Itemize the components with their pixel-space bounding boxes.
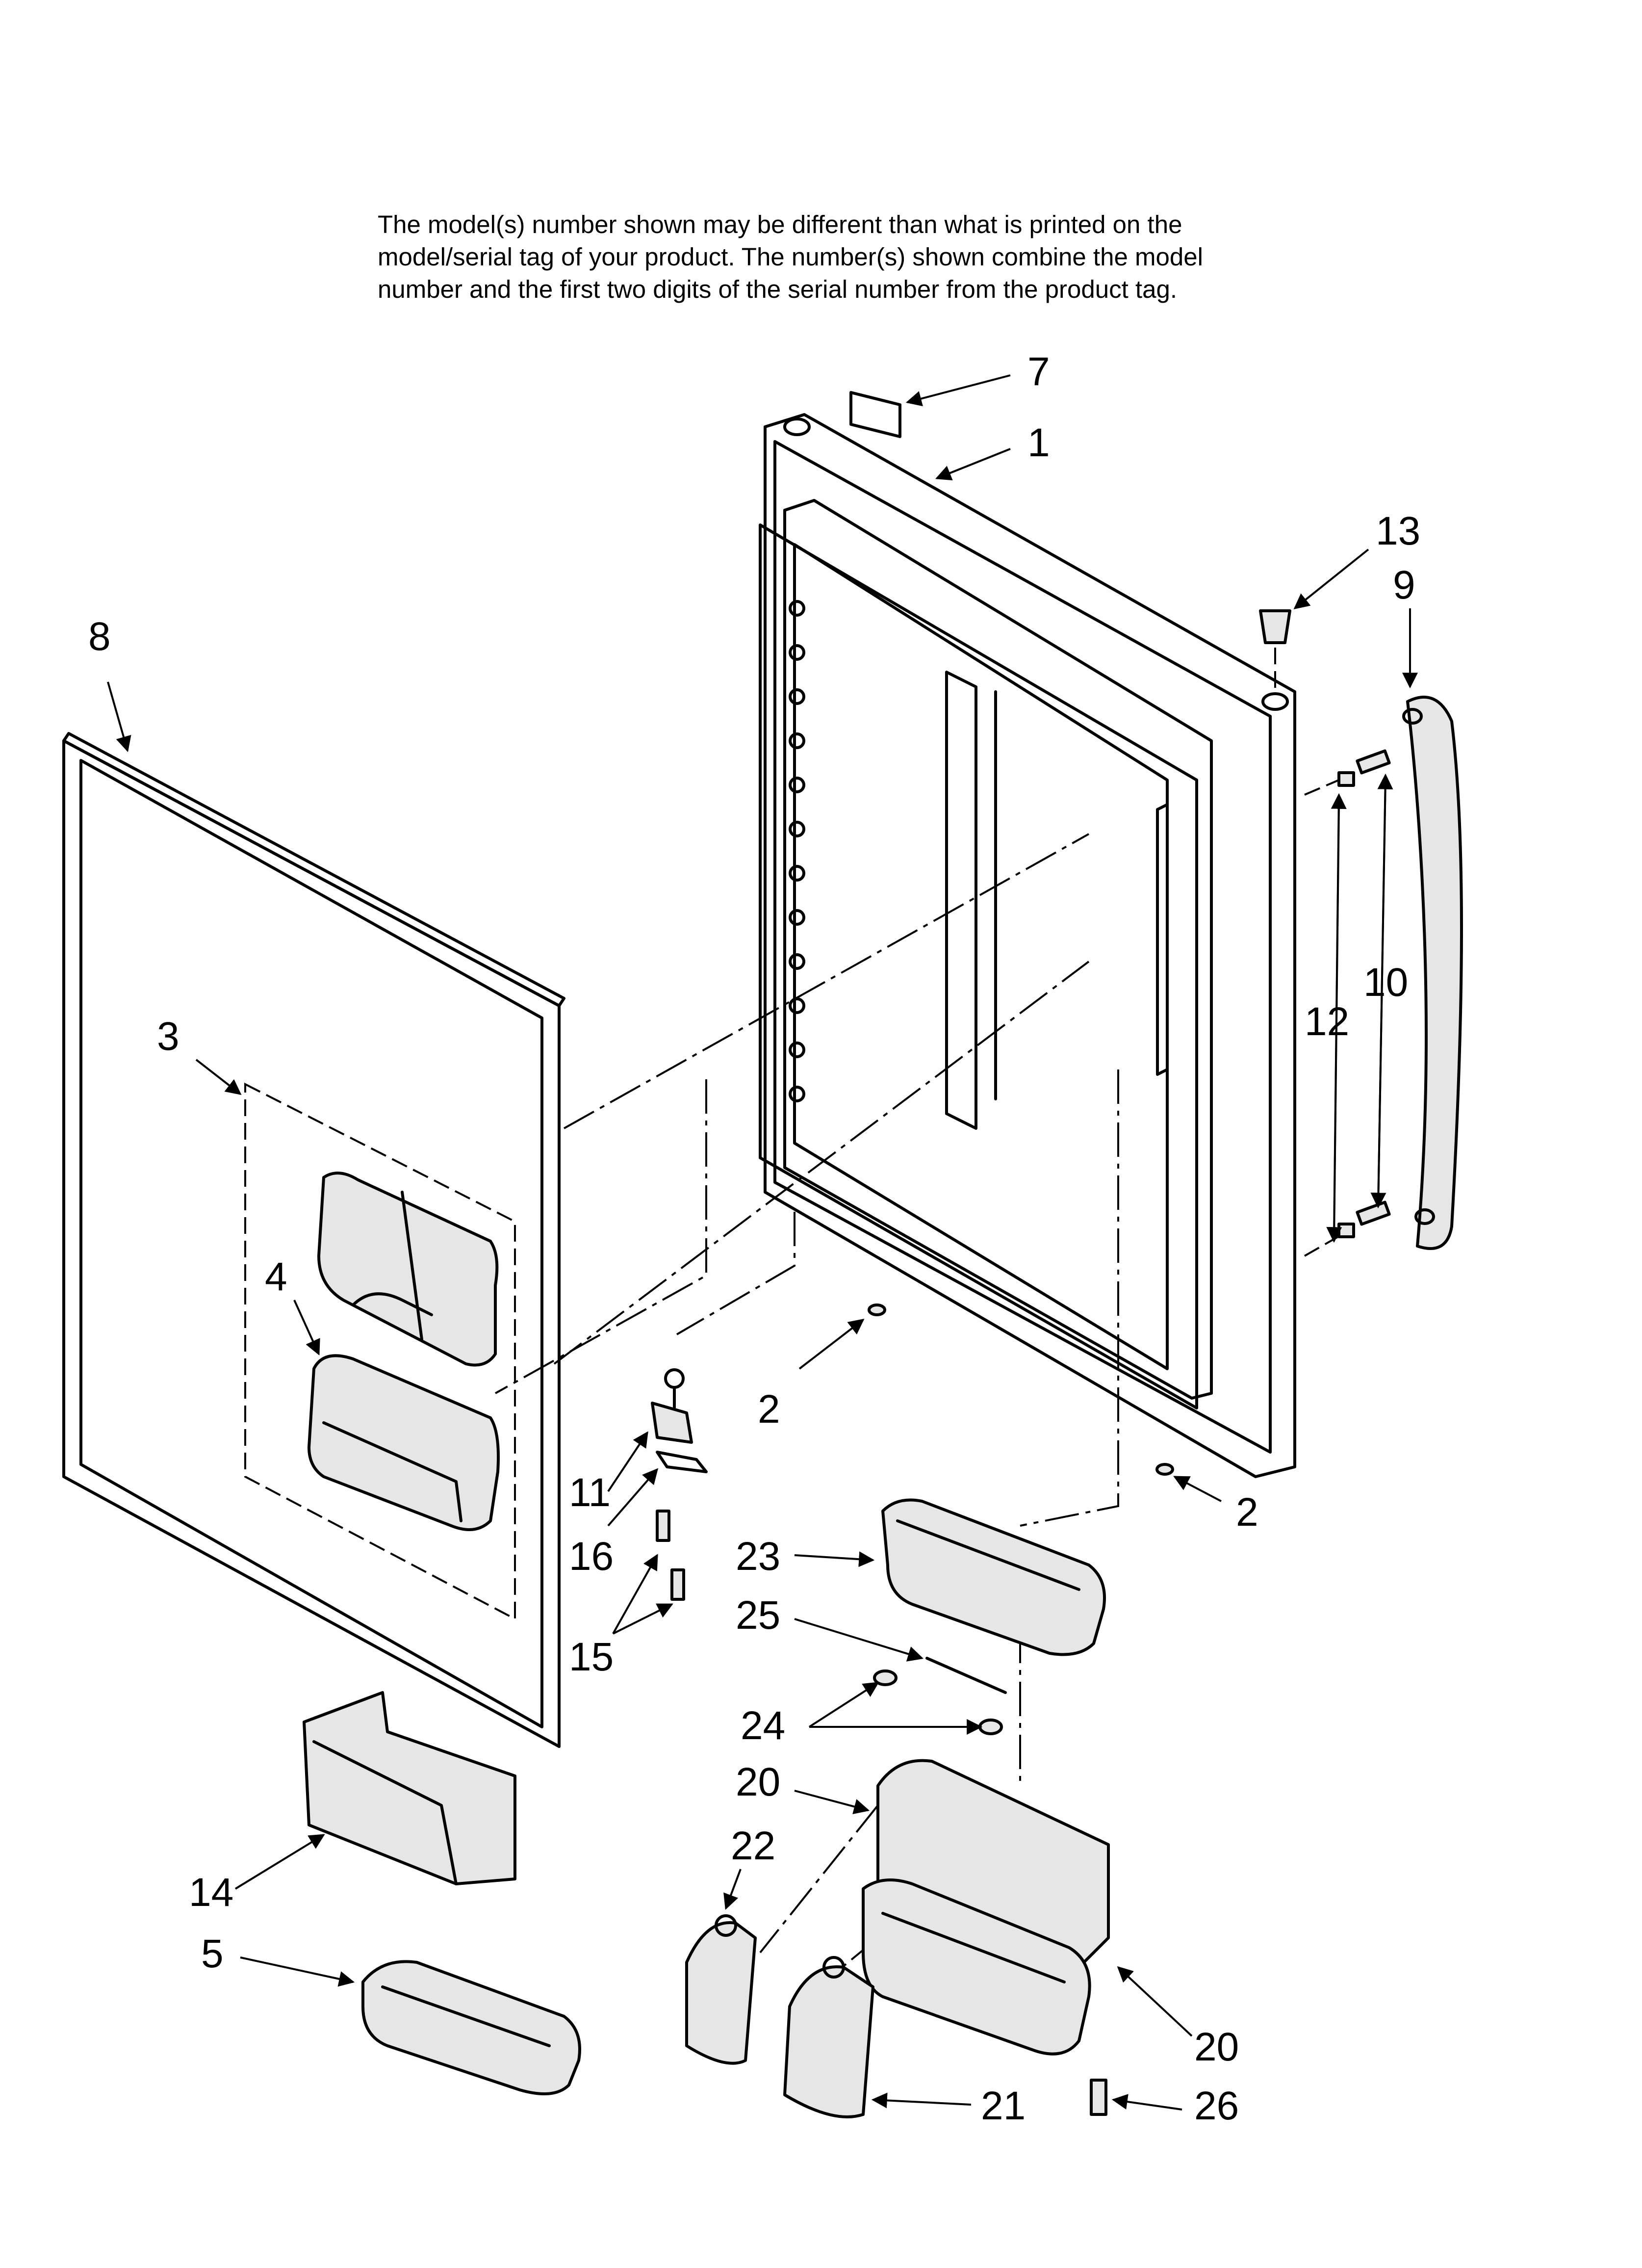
callout-20-lower: 20 — [1194, 2025, 1239, 2069]
part-5-bin — [361, 1960, 581, 2095]
note-line-2: model/serial tag of your product. The nu… — [378, 243, 1203, 271]
alignment-lines — [495, 833, 1119, 2007]
callout-20-upper: 20 — [736, 1760, 780, 1804]
callout-25: 25 — [736, 1593, 780, 1638]
part-23-shelf-bin — [881, 1498, 1106, 1656]
part-4-bin — [308, 1354, 500, 1531]
callout-12: 12 — [1305, 999, 1349, 1044]
callout-23: 23 — [736, 1534, 780, 1579]
part-3-bin-assembly-outline — [244, 1082, 516, 1621]
part-26-clip — [1090, 2079, 1107, 2116]
part-7-label — [849, 391, 901, 438]
callout-numbers: 7 1 13 9 8 3 4 12 10 2 2 11 16 15 23 25 … — [88, 349, 1420, 2128]
callout-2-lower: 2 — [1236, 1490, 1258, 1535]
part-13-plug — [1259, 609, 1291, 692]
callout-13: 13 — [1376, 509, 1420, 553]
part-3-cover — [317, 1172, 499, 1367]
part-20-bucket — [862, 1759, 1110, 2056]
leader-lines — [107, 374, 1418, 2111]
part-22-shield — [685, 1914, 757, 2065]
callout-24: 24 — [741, 1703, 785, 1748]
part-16-bracket — [656, 1451, 708, 1473]
part-1-door-frame — [759, 413, 1296, 1478]
note-line-1: The model(s) number shown may be differe… — [378, 210, 1182, 238]
callout-2-upper: 2 — [758, 1387, 780, 1432]
callout-1: 1 — [1027, 420, 1050, 465]
part-9-handle — [1402, 696, 1463, 1250]
callout-26: 26 — [1194, 2084, 1239, 2128]
callout-5: 5 — [201, 1931, 224, 1976]
frame-shelf-buttons — [789, 600, 805, 1102]
callout-21: 21 — [981, 2084, 1026, 2128]
callout-8: 8 — [88, 614, 111, 659]
part-24-clips — [873, 1669, 1003, 1735]
part-15-screws — [656, 1510, 685, 1601]
model-number-note: The model(s) number shown may be differe… — [378, 209, 1457, 306]
callout-3: 3 — [157, 1014, 180, 1059]
part-8-door-panel — [62, 732, 565, 1748]
part-2-pads — [868, 1303, 1174, 1476]
part-25-rod — [925, 1657, 1007, 1694]
part-11-hinge — [651, 1368, 693, 1444]
callout-4: 4 — [265, 1254, 287, 1299]
callout-7: 7 — [1027, 349, 1050, 394]
callout-9: 9 — [1393, 563, 1415, 607]
callout-10: 10 — [1363, 960, 1408, 1005]
callout-22: 22 — [731, 1824, 775, 1868]
part-21-shield — [783, 1956, 874, 2118]
callout-16: 16 — [569, 1534, 614, 1579]
part-14-bin — [303, 1691, 516, 1885]
callout-14: 14 — [189, 1870, 233, 1915]
callout-15: 15 — [569, 1635, 614, 1679]
note-line-3: number and the first two digits of the s… — [378, 275, 1177, 303]
callout-11: 11 — [569, 1470, 611, 1515]
